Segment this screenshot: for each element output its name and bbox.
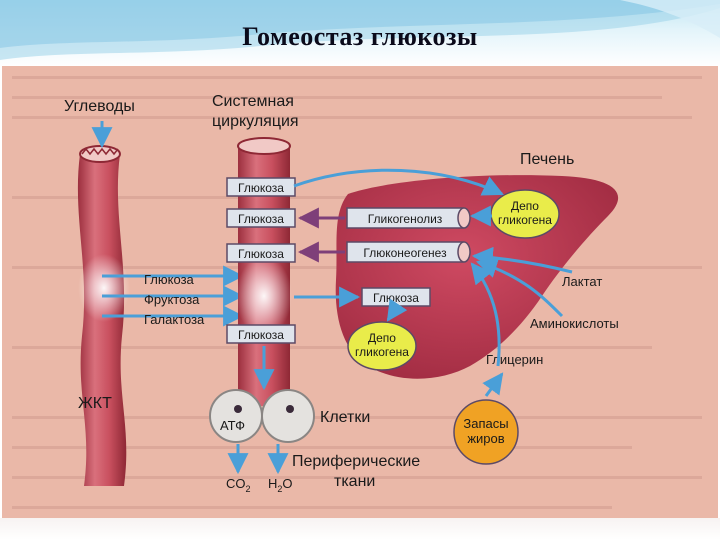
gluconeogenesis-tube: Глюконеогенез [346,241,471,263]
header-wave-decoration [0,0,720,60]
svg-text:Гликогенолиз: Гликогенолиз [368,212,443,226]
liver-label: Печень [520,151,574,168]
circulation-label-line1: Системная [212,93,294,110]
glucose-tag-3: Глюкоза [226,243,296,263]
svg-text:Запасы: Запасы [463,416,508,431]
co2-label: CO2 [226,476,251,494]
atp-label: АТФ [220,418,245,433]
svg-text:жиров: жиров [467,431,504,446]
fat-stores: Запасы жиров [453,399,519,465]
svg-text:Глюкоза: Глюкоза [238,247,284,261]
page-title: Гомеостаз глюкозы [242,22,478,51]
fat-to-glycerol-arrow [482,372,504,397]
sugar-galactose: Галактоза [144,312,205,327]
glucose-tag-2: Глюкоза [226,208,296,228]
carbs-label: Углеводы [64,98,135,115]
lactate-label: Лактат [562,274,602,289]
h2o-label: H2O [268,476,293,494]
glucose-tag-1: Глюкоза [226,177,296,197]
glycogen-depot-bottom: Депо гликогена [347,321,417,371]
diagram-panel: Углеводы ЖКТ Глюкоза Фруктоза Галактоза … [2,66,718,518]
glycerol-label: Глицерин [486,352,543,367]
circulation-label-line2: циркуляция [212,113,299,130]
slide-footer [0,518,720,540]
cells-label: Клетки [320,409,370,426]
amino-acids-label: Аминокислоты [530,316,619,331]
gut-tube [77,145,130,486]
svg-text:Глюкоза: Глюкоза [373,291,419,305]
glucose-to-liver-arrow [293,168,504,196]
peripheral-label-line1: Периферические [292,453,420,470]
svg-text:Глюконеогенез: Глюконеогенез [363,246,447,260]
sugar-fructose: Фруктоза [144,292,200,307]
glycogenolysis-tube: Гликогенолиз [346,207,471,229]
svg-text:Депо: Депо [511,199,539,213]
glycerol-arrow [470,262,501,367]
sugar-glucose: Глюкоза [144,272,195,287]
glucose-homeostasis-diagram: Углеводы ЖКТ Глюкоза Фруктоза Галактоза … [12,76,702,509]
slide-header: Гомеостаз глюкозы [0,0,720,66]
svg-text:Глюкоза: Глюкоза [238,328,284,342]
svg-text:гликогена: гликогена [498,213,552,227]
svg-text:Глюкоза: Глюкоза [238,181,284,195]
svg-text:Глюкоза: Глюкоза [238,212,284,226]
glucose-tag-4: Глюкоза [226,324,296,344]
lactate-arrow [471,246,573,274]
peripheral-label-line2: ткани [334,473,375,490]
liver-glucose-tag: Глюкоза [361,287,431,307]
gut-label: ЖКТ [78,395,112,412]
glycogen-depot-top: Депо гликогена [490,189,560,239]
svg-text:Депо: Депо [368,331,396,345]
cells: АТФ [209,389,315,443]
svg-text:гликогена: гликогена [355,345,409,359]
glucose-to-depot-arrow [386,298,408,322]
